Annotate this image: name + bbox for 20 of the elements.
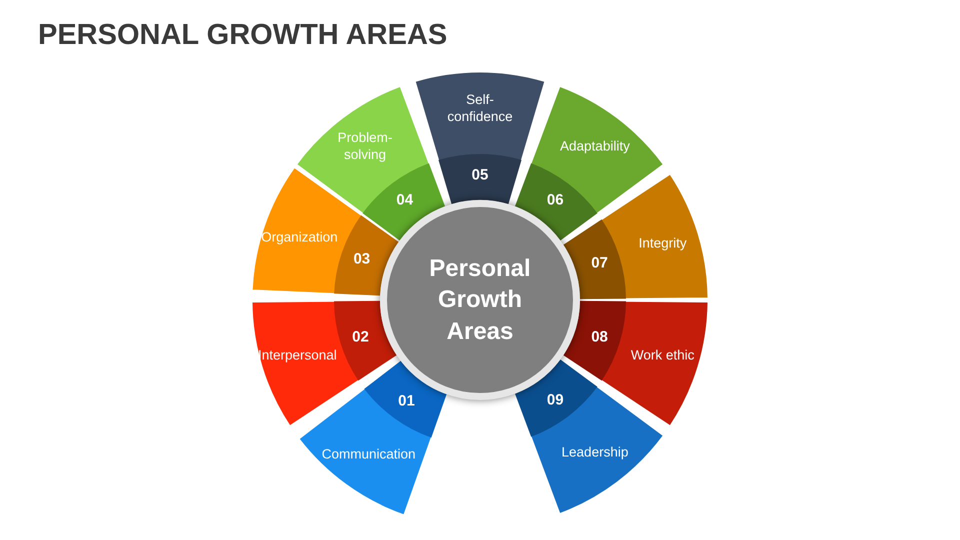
petal-label: Adaptability [559,139,631,156]
petal-number: 05 [472,168,488,182]
petal-label: Integrity [638,236,688,253]
petal-number: 02 [352,329,369,344]
petal-label: Leadership [560,444,630,461]
petal-label: Work ethic [630,347,696,364]
petal-number: 06 [546,192,564,208]
petal-label: Organization [260,229,339,246]
page-title: PERSONAL GROWTH AREAS [38,18,448,53]
petal-number: 04 [396,192,414,208]
petal-number: 01 [398,394,415,409]
petal-number: 08 [591,329,608,344]
petal-number: 03 [353,252,370,267]
petal-label: Self-confidence [446,92,514,126]
petal-label: Problem-solving [336,130,394,164]
center-title: Personal Growth Areas [428,254,532,347]
petal-label: Interpersonal [256,347,338,364]
petal-label: Communication [322,446,414,463]
petal-number: 07 [591,256,608,271]
petal-number: 09 [546,392,564,408]
